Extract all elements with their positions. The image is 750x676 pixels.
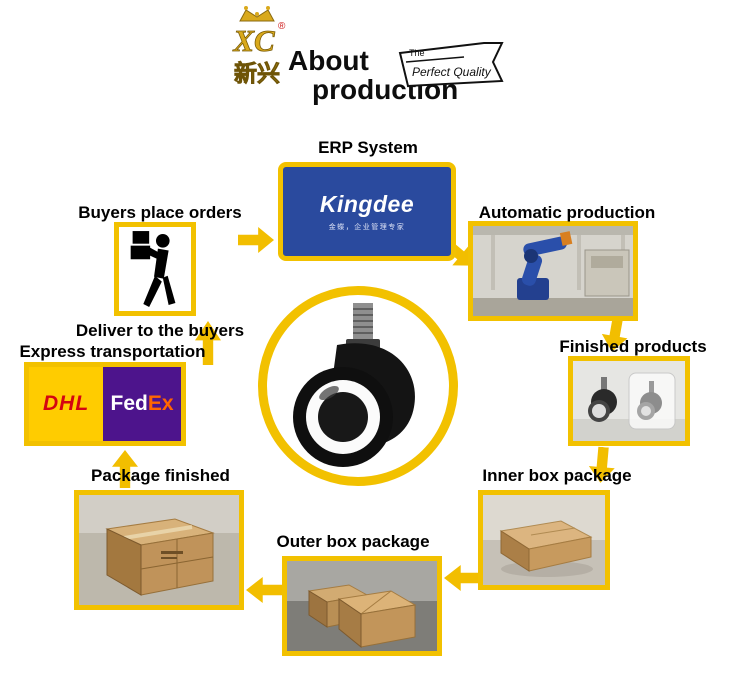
ribbon-line1: The bbox=[409, 48, 425, 58]
packed-stack-image bbox=[79, 495, 239, 605]
caster-wheel bbox=[293, 367, 393, 467]
package-finished-label: Package finished bbox=[91, 466, 230, 485]
box-front bbox=[337, 590, 417, 649]
crown-icon bbox=[239, 6, 275, 22]
express-label: Express transportation bbox=[19, 342, 206, 361]
deliver-label: Deliver to the buyers bbox=[75, 321, 245, 340]
caster-sample-bagged bbox=[628, 372, 676, 430]
brand-chinese-text: 新兴 bbox=[234, 60, 280, 86]
erp-label: ERP System bbox=[318, 138, 418, 157]
brand-logo: XC ® 新兴 bbox=[232, 6, 286, 86]
finished-products-photo bbox=[568, 356, 690, 446]
automatic-label: Automatic production bbox=[478, 203, 656, 222]
caster-stem bbox=[346, 303, 380, 349]
finished-label: Finished products bbox=[559, 337, 707, 356]
ribbon-line2: Perfect Quality bbox=[412, 65, 492, 79]
robot-arm bbox=[517, 231, 573, 300]
arrow-outer-to-package bbox=[246, 577, 284, 603]
dhl-text: DHL bbox=[42, 392, 90, 415]
automatic-production-photo bbox=[468, 221, 638, 321]
casters-image bbox=[573, 361, 685, 441]
registered-mark: ® bbox=[278, 21, 286, 32]
package-finished-photo bbox=[74, 490, 244, 610]
product-circle bbox=[258, 286, 458, 486]
kingdee-erp-panel: Kingdee 金蝶，企业管理专家 bbox=[278, 162, 456, 261]
factory-robot-image bbox=[473, 226, 633, 316]
inner-box-image bbox=[483, 495, 605, 585]
caster-wheel-product-image bbox=[293, 303, 415, 467]
fedex-ex-text: Ex bbox=[147, 392, 174, 415]
quality-ribbon: The Perfect Quality bbox=[398, 42, 504, 88]
brand-mark-text: XC bbox=[232, 23, 275, 58]
delivery-person-icon bbox=[130, 231, 176, 307]
buyers-panel bbox=[114, 222, 196, 316]
outer-box-image bbox=[287, 561, 437, 651]
arrow-inner-to-outer bbox=[444, 565, 482, 591]
arrow-buyers-to-erp bbox=[238, 227, 274, 253]
buyers-label: Buyers place orders bbox=[78, 203, 242, 222]
kingdee-logo: Kingdee bbox=[319, 191, 415, 217]
outer-box-photo bbox=[282, 556, 442, 656]
inner-box-label: Inner box package bbox=[482, 466, 632, 485]
caster-sample-1 bbox=[588, 377, 617, 422]
fedex-fed-text: Fed bbox=[110, 392, 148, 415]
inner-box-photo bbox=[478, 490, 610, 590]
dhl-logo: DHL bbox=[29, 367, 104, 441]
kingdee-tagline: 金蝶，企业管理专家 bbox=[328, 224, 406, 231]
outer-box-label: Outer box package bbox=[276, 532, 430, 551]
title-line1: About bbox=[288, 45, 369, 76]
